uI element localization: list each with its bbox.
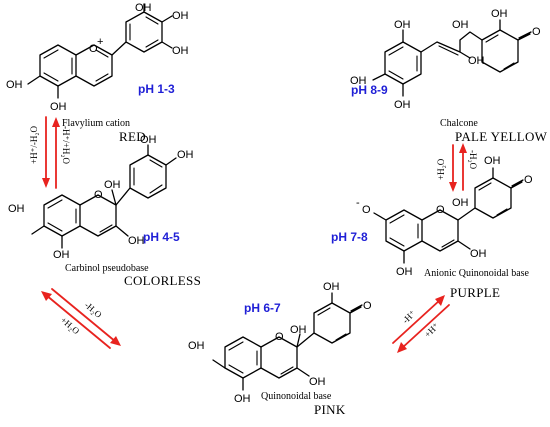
name-flavylium: Flavylium cation [62,118,130,129]
carbinol-oh-4p: OH [177,149,194,161]
name-quinonoidal: Quinonoidal base [261,391,332,402]
anionic-o: O [436,204,445,216]
anionic-oh-5: OH [396,266,413,278]
chalcone-oh-c: OH [394,99,411,111]
anionic-quinonoidal-structure [373,167,524,264]
carbinol-structure [31,144,177,249]
quinonoidal-oh-3p: OH [323,281,340,293]
color-quinonoidal: PINK [314,402,346,417]
flavylium-o: O [89,43,98,55]
flavylium-oh-4p: OH [172,10,189,22]
chalcone-oh-e: OH [468,55,485,67]
ph-label-flavylium: pH 1-3 [138,82,175,96]
flavylium-charge: + [97,36,103,48]
anionic-oh-3p: OH [484,155,501,167]
quinonoidal-o-4p: O [363,300,372,312]
arrow-quinonoidal-anionic [392,295,450,353]
cond-quin-anio-right: +H⁺ [422,321,441,340]
chalcone-o: O [532,26,541,38]
carbinol-oh-3p: OH [140,134,157,146]
arrow-chalcone-anionic [449,143,467,192]
flavylium-oh-7: OH [6,79,23,91]
anionic-o-minus: O [362,204,371,216]
color-flavylium: RED [119,129,146,144]
chalcone-oh-d: OH [452,19,469,31]
anionic-o-4p: O [524,174,533,186]
name-chalcone: Chalcone [440,118,478,129]
quinonoidal-oh-3: OH [309,376,326,388]
cond-flav-carb-left: +H⁺/-H₂O [29,126,39,164]
quinonoidal-o: O [275,331,284,343]
chalcone-oh-a: OH [350,75,367,87]
carbinol-oh-2: OH [104,179,121,191]
color-carbinol: COLORLESS [124,273,201,288]
arrow-flavylium-carbinol [42,116,60,189]
ph-label-quinonoidal: pH 6-7 [244,301,281,315]
cond-flav-carb-right: -H⁺/+H₂O [61,126,71,164]
arrow-carbinol-quinonoidal [41,288,121,349]
carbinol-oh-3: OH [128,235,145,247]
carbinol-oh-5: OH [53,249,70,261]
ph-label-chalcone: pH 8-9 [351,83,388,97]
color-chalcone: PALE YELLOW [455,129,548,144]
chalcone-oh-b: OH [394,19,411,31]
chalcone-structure [372,19,532,97]
cond-chal-anio-left: +H₂O [436,158,446,180]
cond-carb-quin-left: +H₂O [59,315,82,337]
anionic-oh-3: OH [470,248,487,260]
ph-label-anionic: pH 7-8 [331,230,368,244]
ph-label-carbinol: pH 4-5 [143,230,180,244]
flavylium-oh-3p: OH [135,2,152,14]
flavylium-cation-structure [27,3,173,99]
name-anionic: Anionic Quinonoidal base [424,268,530,279]
quinonoidal-oh-2: OH [290,324,307,336]
cond-chal-anio-right: -H₂O [468,150,478,170]
name-carbinol: Carbinol pseudobase [65,263,149,274]
chalcone-oh-f: OH [491,8,508,20]
quinonoidal-oh-5: OH [234,393,251,405]
color-anionic: PURPLE [450,285,500,300]
flavylium-oh-5p: OH [172,45,189,57]
quinonoidal-oh-7: OH [188,340,205,352]
anionic-charge: - [356,197,360,209]
anionic-oh-2: OH [452,197,469,209]
carbinol-o: O [94,189,103,201]
quinonoidal-structure [212,292,363,391]
carbinol-oh-7: OH [8,203,25,215]
flavylium-oh-5: OH [50,101,67,113]
